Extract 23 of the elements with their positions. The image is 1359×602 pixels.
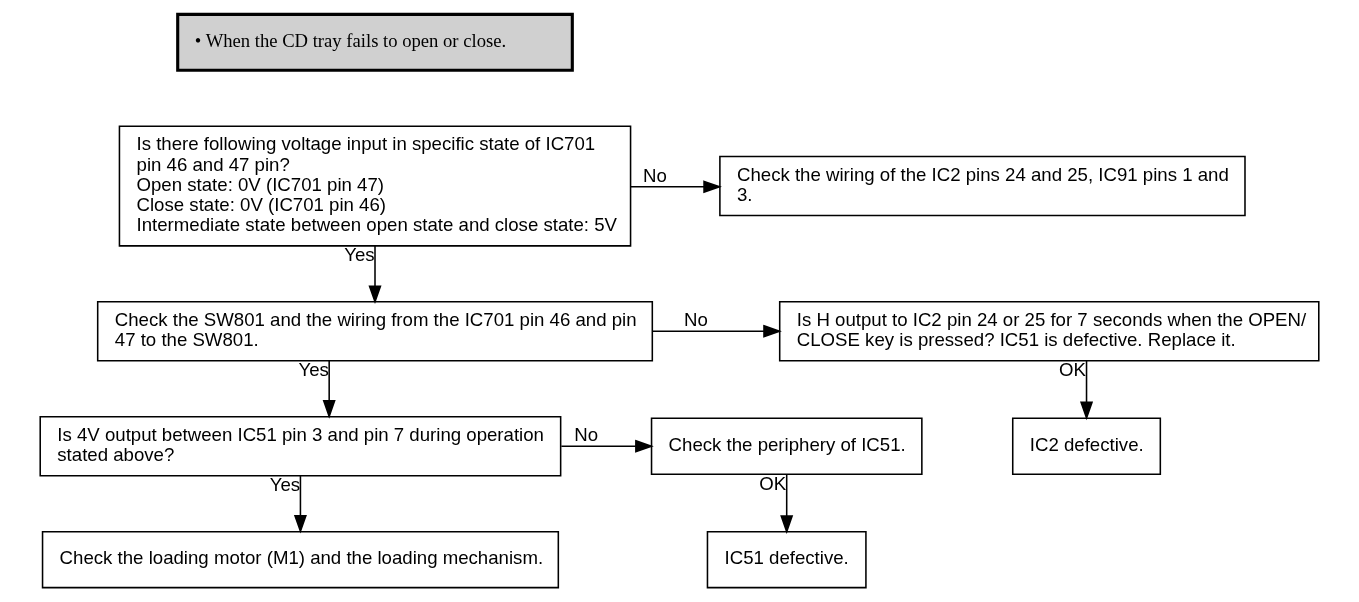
node-box: IC51 defective.	[706, 530, 867, 589]
arrow	[322, 360, 336, 419]
arrow	[651, 324, 782, 338]
arrow	[293, 475, 307, 534]
node-box: Is 4V output between IC51 pin 3 and pin 7 during operation stated above?	[39, 415, 562, 477]
node-box: Is H output to IC2 pin 24 or 25 for 7 seconds when the OPEN/ CLOSE key is pressed? IC51 is defective. Replace it.	[778, 301, 1320, 362]
node-box: Check the periphery of IC51.	[650, 417, 923, 475]
node-box: Check the loading motor (M1) and the loading mechanism.	[41, 530, 560, 589]
edge-label: No	[574, 423, 599, 445]
arrow	[1080, 360, 1094, 421]
edge-label: No	[683, 309, 708, 331]
edge-label: OK	[759, 472, 787, 494]
edge-label: OK	[1059, 359, 1087, 381]
node-box: Check the wiring of the IC2 pins 24 and 25, IC91 pins 1 and 3.	[719, 155, 1246, 217]
node-box: • When the CD tray fails to open or close.	[176, 12, 574, 72]
node-box: Check the SW801 and the wiring from the IC701 pin 46 and pin 47 to the SW801.	[96, 301, 654, 362]
arrow	[560, 439, 654, 453]
arrow	[780, 473, 794, 534]
arrow	[368, 245, 382, 305]
edge-label: No	[643, 164, 667, 186]
arrow	[630, 180, 722, 194]
node-box: IC2 defective.	[1011, 417, 1162, 475]
node-box: Is there following voltage input in specific state of IC701 pin 46 and 47 pin? Open state: 0V (IC701 pin 47) Close state: 0V (IC701 pin 46) Intermediate state between open state and close state: 5V	[118, 125, 632, 247]
